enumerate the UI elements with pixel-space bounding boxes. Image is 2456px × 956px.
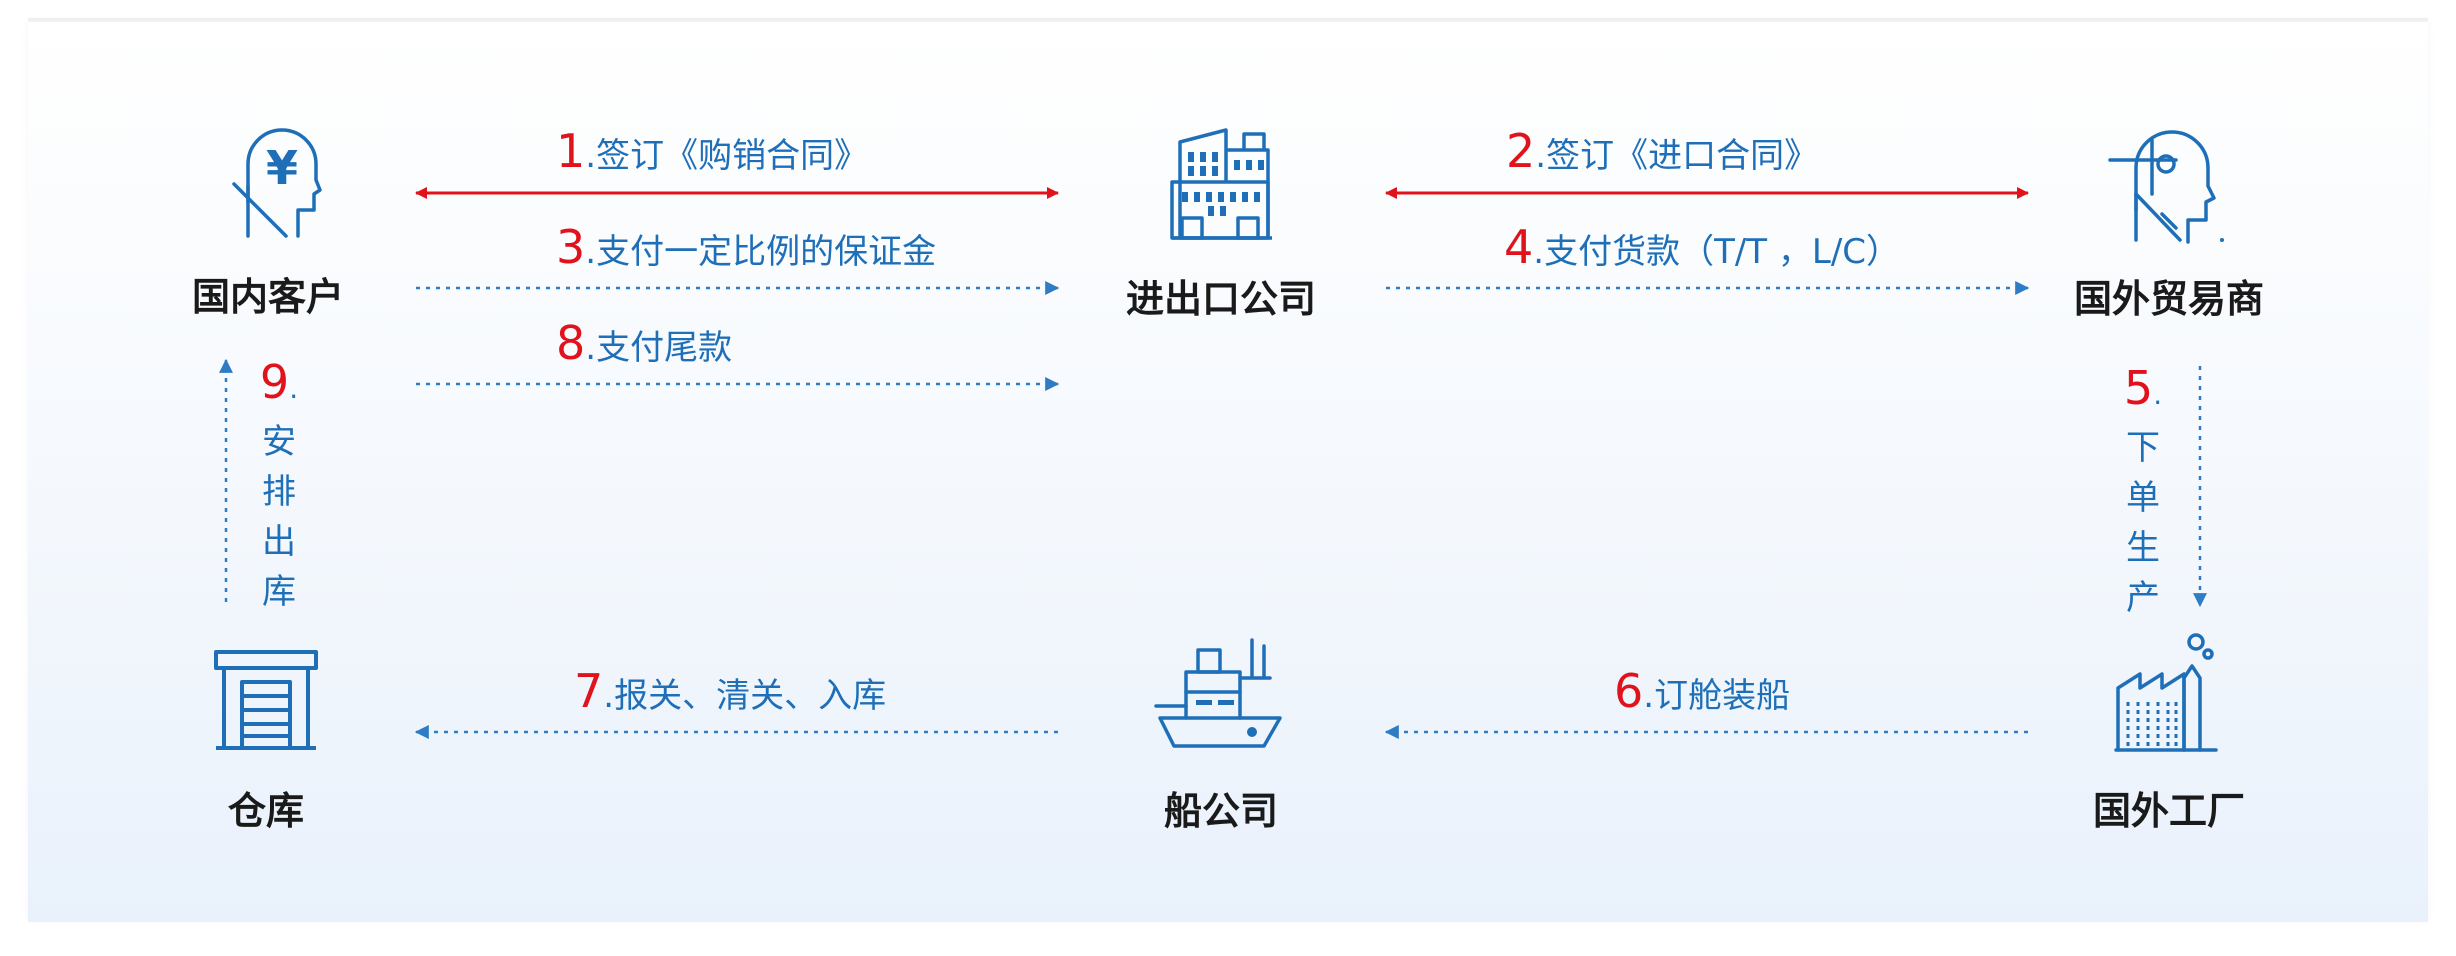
step-4-text: .支付货款（T/T ，L/C） bbox=[1533, 232, 1901, 272]
step-9-char: 排 bbox=[262, 472, 296, 512]
step-9-digit: 9 bbox=[259, 355, 290, 409]
step-6-text: .订舱装船 bbox=[1643, 676, 1791, 716]
node-import-export-company: 进出口公司 bbox=[1125, 277, 1316, 321]
step-9-char: 出 bbox=[262, 522, 296, 562]
svg-text:¥: ¥ bbox=[266, 141, 298, 195]
step-3-text: .支付一定比例的保证金 bbox=[585, 232, 937, 272]
step-4-label: 4.支付货款（T/T ，L/C） bbox=[1504, 220, 1900, 274]
customer-yen-head-icon: ¥ bbox=[232, 128, 322, 238]
step-6-label: 6.订舱装船 bbox=[1614, 664, 1790, 718]
step-7-number: 7 bbox=[574, 664, 604, 718]
step-9-dot: . bbox=[289, 372, 299, 405]
warehouse-icon bbox=[214, 650, 318, 750]
ship-icon bbox=[1154, 638, 1282, 748]
diagram-panel bbox=[28, 22, 2428, 922]
step-8-text: .支付尾款 bbox=[585, 328, 733, 368]
step-5-digit: 5 bbox=[2123, 361, 2154, 415]
step-2-number: 2 bbox=[1506, 124, 1536, 178]
step-7-text: .报关、清关、入库 bbox=[603, 676, 887, 716]
step-3-number: 3 bbox=[556, 220, 586, 274]
step-5-char: 单 bbox=[2126, 478, 2160, 518]
trader-head-icon bbox=[2108, 130, 2224, 244]
node-shipping-company: 船公司 bbox=[1163, 789, 1278, 833]
step-1-number: 1 bbox=[556, 124, 586, 178]
step-5-number: 5. bbox=[2118, 360, 2168, 423]
step-9-char: 安 bbox=[262, 422, 296, 462]
node-foreign-trader: 国外贸易商 bbox=[2073, 277, 2264, 321]
node-domestic-customer: 国内客户 bbox=[191, 275, 344, 319]
step-6-number: 6 bbox=[1614, 664, 1644, 718]
step-9-label: 9. 安 排 出 库 bbox=[254, 354, 304, 617]
step-5-label: 5. 下 单 生 产 bbox=[2118, 360, 2168, 623]
step-5-char: 生 bbox=[2126, 528, 2160, 568]
step-1-label: 1.签订《购销合同》 bbox=[556, 124, 868, 178]
node-foreign-factory: 国外工厂 bbox=[2092, 789, 2245, 833]
office-building-icon bbox=[1170, 128, 1272, 240]
step-1-text: .签订《购销合同》 bbox=[585, 136, 869, 176]
step-5-char: 产 bbox=[2126, 578, 2160, 618]
factory-icon bbox=[2114, 633, 2218, 752]
step-2-text: .签订《进口合同》 bbox=[1535, 136, 1819, 176]
step-4-number: 4 bbox=[1504, 220, 1534, 274]
step-8-number: 8 bbox=[556, 316, 586, 370]
step-8-label: 8.支付尾款 bbox=[556, 316, 732, 370]
step-9-char: 库 bbox=[262, 572, 296, 612]
step-3-label: 3.支付一定比例的保证金 bbox=[556, 220, 936, 274]
step-7-label: 7.报关、清关、入库 bbox=[574, 664, 886, 718]
step-5-char: 下 bbox=[2126, 428, 2160, 468]
step-2-label: 2.签订《进口合同》 bbox=[1506, 124, 1818, 178]
node-warehouse: 仓库 bbox=[227, 789, 304, 833]
step-9-number: 9. bbox=[254, 354, 304, 417]
step-5-dot: . bbox=[2153, 378, 2163, 411]
